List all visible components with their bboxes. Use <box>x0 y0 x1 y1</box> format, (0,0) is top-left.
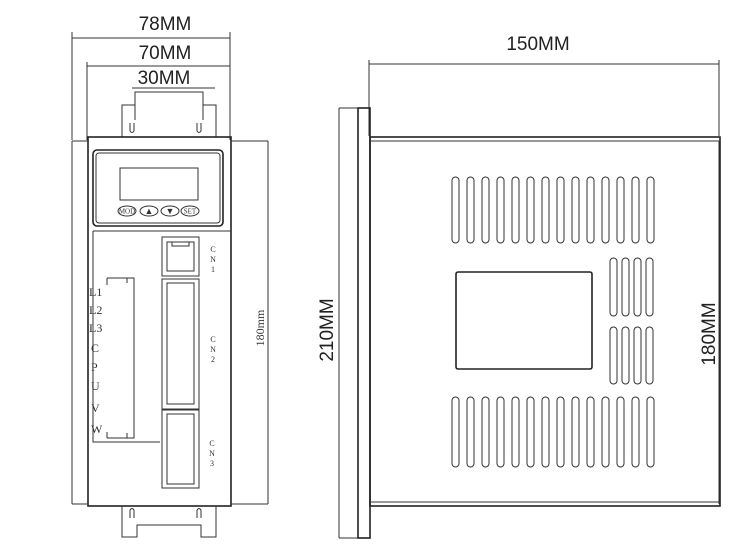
terminal-l2: L2 <box>89 303 102 317</box>
set-label: SET <box>184 208 197 216</box>
cn2-connector[interactable] <box>161 278 200 410</box>
cn1-label-n: N <box>210 255 216 264</box>
down-button[interactable] <box>160 205 180 217</box>
terminal-l3: L3 <box>89 321 102 335</box>
terminal-p: P <box>91 360 98 374</box>
bottom-vent-slots <box>451 396 655 468</box>
dim-height-inner: 180MM <box>699 302 720 365</box>
terminal-l1: L1 <box>89 285 102 299</box>
terminal-c: C <box>91 341 99 355</box>
up-arrow-icon: ▲ <box>145 206 154 216</box>
side-view: 150MM 210MM 180MM <box>317 34 721 539</box>
dim-height-side: 180mm <box>253 309 267 346</box>
dim-width-outer: 78MM <box>139 14 192 35</box>
cn1-label-c: C <box>210 245 215 254</box>
dim-depth: 150MM <box>506 34 569 55</box>
dim-height-outer: 210MM <box>317 298 338 361</box>
up-button[interactable] <box>139 205 159 217</box>
cn1-label-1: 1 <box>211 265 215 274</box>
cn1-connector[interactable] <box>161 236 200 277</box>
front-view: 78MM 70MM 30MM 180mm MOD ▲ <box>71 14 269 538</box>
dim-width-mount: 30MM <box>138 68 191 89</box>
top-vent-slots <box>451 176 655 244</box>
terminal-v: V <box>91 401 100 415</box>
cn2-label-c: C <box>210 335 215 344</box>
terminal-block: L1 L2 L3 C P U V W <box>89 277 135 439</box>
cn3-label-c: C <box>209 439 214 448</box>
cn3-label-n: N <box>209 449 215 458</box>
down-arrow-icon: ▼ <box>166 206 175 216</box>
cn2-label-n: N <box>210 345 216 354</box>
mode-button[interactable] <box>117 205 137 217</box>
cn3-connector[interactable] <box>161 409 200 489</box>
mid-vent-slots-lower <box>609 326 654 385</box>
terminal-w: W <box>91 422 103 436</box>
set-button[interactable] <box>180 205 200 217</box>
mid-vent-slots-upper <box>609 257 654 317</box>
dim-width-inner: 70MM <box>139 43 192 64</box>
terminal-u: U <box>91 379 100 393</box>
mode-label: MOD <box>119 208 135 216</box>
cn2-label-2: 2 <box>211 355 215 364</box>
keypad[interactable]: MOD ▲ ▼ SET <box>117 205 200 217</box>
cn3-label-3: 3 <box>210 459 214 468</box>
